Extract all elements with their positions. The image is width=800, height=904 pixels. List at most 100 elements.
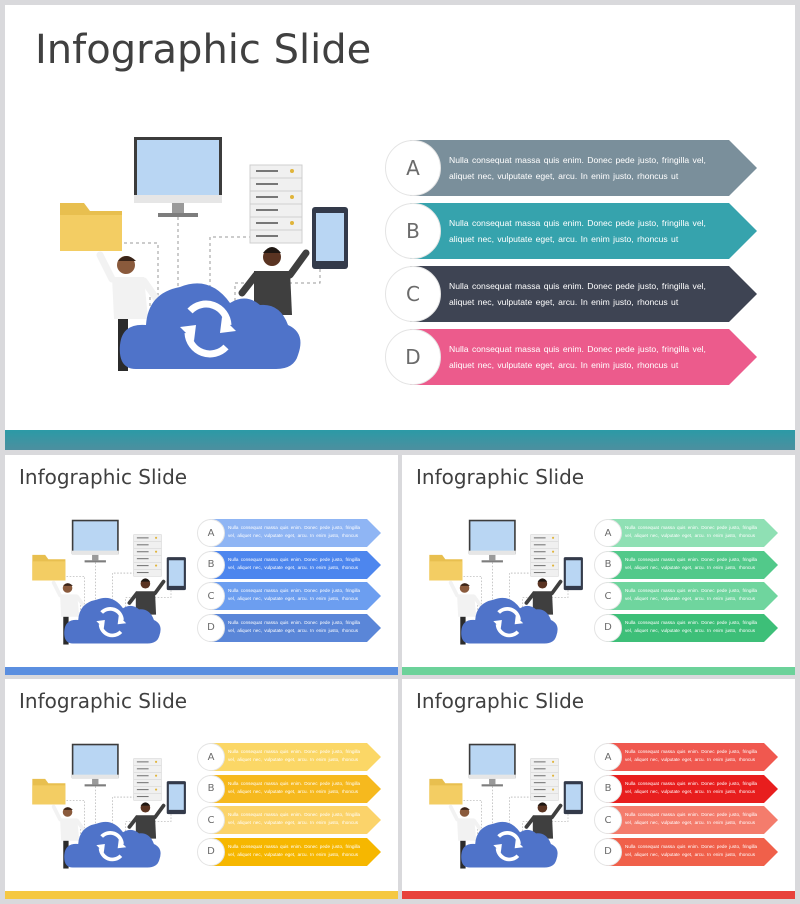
letter-badge: B <box>594 774 622 803</box>
letter-badge: C <box>594 582 622 610</box>
monitor-icon <box>468 743 516 787</box>
letter-badge: A <box>594 743 622 771</box>
arrow-banner <box>209 806 381 834</box>
item-description: Nulla consequat massa quis enim. Donec p… <box>228 780 361 794</box>
arrow-banner <box>209 550 381 579</box>
letter-badge: B <box>594 550 622 579</box>
letter-badge: B <box>385 203 441 259</box>
tablet-icon <box>166 557 186 591</box>
letter-badge: D <box>594 837 622 866</box>
network-illustration <box>27 737 187 871</box>
arrow-banner <box>606 743 778 771</box>
arrow-banner <box>606 519 778 547</box>
tablet-icon <box>312 207 348 269</box>
arrow-banner <box>209 837 381 866</box>
folder-icon <box>429 554 463 581</box>
letter-badge: C <box>197 582 225 610</box>
slide-title: Infographic Slide <box>416 465 585 489</box>
arrow-banner <box>209 582 381 610</box>
slide-title: Infographic Slide <box>35 27 372 73</box>
arrow-banner <box>410 203 757 259</box>
server-icon <box>530 758 559 801</box>
folder-icon <box>32 778 66 805</box>
item-description: Nulla consequat massa quis enim. Donec p… <box>449 281 706 307</box>
cloud-sync-icon <box>64 821 161 868</box>
item-description: Nulla consequat massa quis enim. Donec p… <box>625 780 758 794</box>
cloud-sync-icon <box>119 283 301 369</box>
arrow-banner <box>209 613 381 642</box>
monitor-icon <box>71 743 119 787</box>
item-description: Nulla consequat massa quis enim. Donec p… <box>449 344 706 370</box>
arrow-banner <box>606 613 778 642</box>
person-left-icon <box>51 804 87 869</box>
arrow-banner <box>606 582 778 610</box>
arrow-banner <box>209 743 381 771</box>
server-icon <box>133 534 162 577</box>
folder-icon <box>60 203 122 251</box>
item-description: Nulla consequat massa quis enim. Donec p… <box>625 843 758 857</box>
item-description: Nulla consequat massa quis enim. Donec p… <box>228 588 361 601</box>
slide-thumbnail-2[interactable]: Infographic Slide <box>402 455 795 675</box>
slide-thumbnail-1[interactable]: Infographic Slide <box>5 455 398 675</box>
tablet-icon <box>563 557 583 591</box>
monitor-icon <box>134 137 222 217</box>
folder-icon <box>32 554 66 581</box>
slide-thumbnail-4[interactable]: Infographic Slide <box>402 679 795 899</box>
item-description: Nulla consequat massa quis enim. Donec p… <box>228 525 361 538</box>
slide-title: Infographic Slide <box>19 465 188 489</box>
letter-badge: A <box>594 519 622 547</box>
letter-badge: D <box>197 837 225 866</box>
item-description: Nulla consequat massa quis enim. Donec p… <box>228 812 361 825</box>
arrow-banner <box>606 837 778 866</box>
arrow-banner <box>410 140 757 196</box>
letter-badge: C <box>385 266 441 322</box>
letter-badge: B <box>197 774 225 803</box>
accent-bar <box>402 667 795 675</box>
arrow-banner <box>209 519 381 547</box>
cloud-sync-icon <box>461 821 558 868</box>
item-description: Nulla consequat massa quis enim. Donec p… <box>228 556 361 570</box>
item-description: Nulla consequat massa quis enim. Donec p… <box>449 155 706 181</box>
letter-badge: D <box>594 613 622 642</box>
monitor-icon <box>468 519 516 563</box>
accent-bar <box>5 667 398 675</box>
arrow-banner <box>606 550 778 579</box>
arrow-banner <box>606 774 778 803</box>
slide-title: Infographic Slide <box>416 689 585 713</box>
arrow-banner <box>209 774 381 803</box>
tablet-icon <box>166 781 186 815</box>
letter-badge: D <box>197 613 225 642</box>
slide-thumbnail-3[interactable]: Infographic Slide <box>5 679 398 899</box>
item-description: Nulla consequat massa quis enim. Donec p… <box>625 525 758 538</box>
slide-title: Infographic Slide <box>19 689 188 713</box>
cloud-sync-icon <box>461 597 558 644</box>
main-slide: Infographic Slide <box>5 5 795 450</box>
server-icon <box>530 534 559 577</box>
letter-badge: C <box>197 806 225 834</box>
cloud-sync-icon <box>64 597 161 644</box>
tablet-icon <box>563 781 583 815</box>
arrow-banner <box>410 266 757 322</box>
arrow-banner <box>606 806 778 834</box>
list-item-c: C Nulla consequat massa quis enim. Donec … <box>385 266 757 322</box>
item-description: Nulla consequat massa quis enim. Donec p… <box>625 619 758 633</box>
network-illustration <box>50 125 350 375</box>
server-icon <box>133 758 162 801</box>
